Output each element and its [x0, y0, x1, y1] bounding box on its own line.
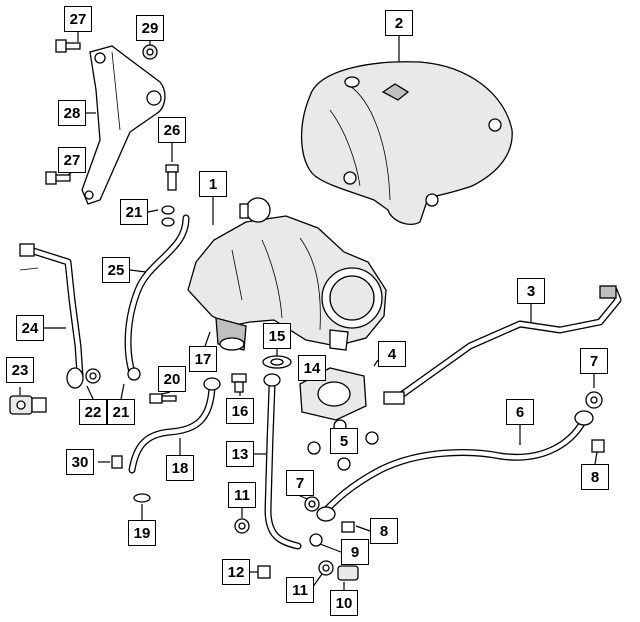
callout-10: 10	[330, 590, 358, 616]
bracket-nut	[142, 44, 158, 60]
heat-shield	[300, 61, 513, 225]
banjo-bolt-23	[9, 395, 47, 415]
support-stud-bolt	[165, 164, 179, 191]
callout-25: 25	[102, 257, 130, 283]
banjo-bolt-12	[257, 565, 271, 579]
callout-11-bottom: 11	[286, 577, 314, 603]
turbo-outlet-clamp	[219, 337, 245, 351]
connector-9	[309, 533, 323, 547]
o-ring-19	[133, 493, 151, 503]
sealing-washer-11-lower	[318, 560, 334, 576]
callout-27-top: 27	[64, 6, 92, 32]
banjo-bolt-20	[149, 393, 177, 404]
sealing-washer-22	[85, 368, 101, 384]
turbo-outlet-gasket	[299, 367, 367, 421]
callout-8-left: 8	[370, 518, 398, 544]
callout-30: 30	[66, 449, 94, 475]
callout-18: 18	[166, 455, 194, 481]
banjo-bolt-8-left	[341, 521, 355, 533]
callout-3: 3	[517, 278, 545, 304]
turbo-support-bracket	[81, 45, 166, 205]
turbocharger	[187, 197, 387, 351]
sealing-washer-7-right	[585, 391, 603, 409]
callout-21-top: 21	[120, 199, 148, 225]
hose-bolt-16	[231, 373, 247, 393]
callout-2: 2	[385, 10, 413, 36]
sealing-washer-11-upper	[234, 518, 250, 534]
coolant-return-tube	[263, 373, 302, 550]
coolant-hose	[316, 410, 594, 522]
callout-6: 6	[506, 399, 534, 425]
bracket-bolt-lower	[45, 171, 71, 185]
oil-feed-line	[124, 205, 190, 381]
oil-return-line	[128, 377, 221, 474]
callout-15: 15	[263, 323, 291, 349]
callout-1: 1	[199, 171, 227, 197]
callout-26: 26	[158, 117, 186, 143]
callout-5: 5	[330, 428, 358, 454]
return-line-bolt-30	[111, 455, 123, 469]
callout-24: 24	[16, 315, 44, 341]
callout-8-right: 8	[581, 464, 609, 490]
callout-27-lower: 27	[58, 147, 86, 173]
callout-11-top: 11	[228, 482, 256, 508]
callout-21-mid: 21	[107, 399, 135, 425]
callout-7-left: 7	[286, 470, 314, 496]
oxygen-sensor	[383, 285, 622, 405]
bracket-bolt-upper	[55, 39, 81, 53]
banjo-bolt-10	[337, 565, 359, 581]
callout-29: 29	[136, 15, 164, 41]
banjo-bolt-8-right	[591, 439, 605, 453]
callout-19: 19	[128, 520, 156, 546]
callout-28: 28	[58, 100, 86, 126]
callout-16: 16	[226, 398, 254, 424]
callout-12: 12	[222, 559, 250, 585]
callout-23: 23	[6, 357, 34, 383]
callout-14: 14	[298, 355, 326, 381]
callout-4: 4	[378, 341, 406, 367]
callout-13: 13	[226, 441, 254, 467]
callout-9: 9	[341, 539, 369, 565]
turbo-outlet-gasket-small	[262, 355, 292, 369]
callout-17: 17	[189, 346, 217, 372]
sealing-washer-7-left	[304, 496, 320, 512]
callout-7-right: 7	[580, 348, 608, 374]
callout-22: 22	[79, 399, 107, 425]
coolant-tube	[19, 243, 84, 389]
callout-20: 20	[158, 366, 186, 392]
